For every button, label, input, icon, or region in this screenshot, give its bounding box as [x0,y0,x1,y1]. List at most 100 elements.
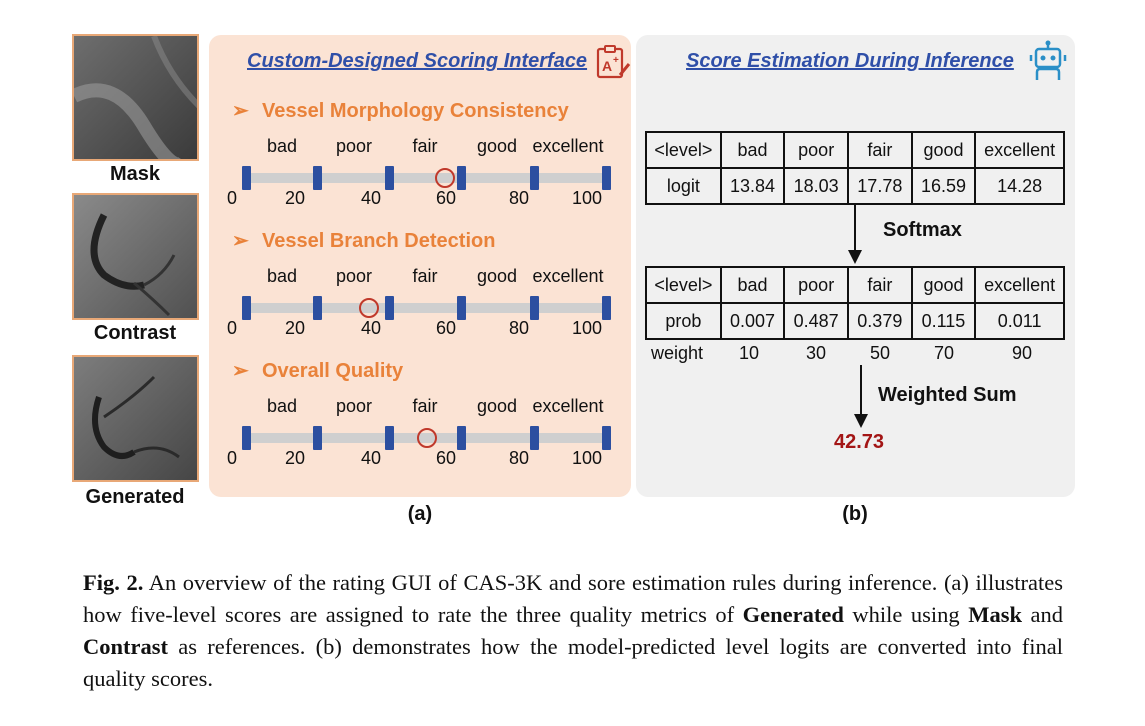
softmax-arrow-line [854,203,856,251]
table-cell: 0.379 [847,302,913,340]
angiography-generated-image [74,357,197,480]
table-cell: 17.78 [847,167,913,205]
level-label: fair [412,266,438,286]
tick-label: 20 [284,188,306,208]
level-label: bad [266,266,298,286]
slider-tick-marker [242,426,251,450]
robot-icon [1029,40,1067,80]
caption-emphasis: Contrast [83,634,168,659]
table-cell: excellent [974,266,1065,304]
slider-tick-marker [530,296,539,320]
weight-value: 10 [739,343,760,363]
logit-table: <level> bad poor fair good excellent log… [645,131,1065,205]
table-cell: 18.03 [783,167,849,205]
tick-label: 100 [571,448,603,468]
mask-image [72,34,199,161]
generated-image [72,355,199,482]
level-label: good [476,136,518,156]
angiography-contrast-image [74,195,197,318]
table-cell: bad [719,266,786,304]
table-cell: <level> [645,131,722,169]
tick-label: 80 [508,448,530,468]
table-cell: 16.59 [910,167,977,205]
score-slider-track[interactable] [247,303,607,313]
angiography-mask-image [74,36,197,159]
weight-value: 70 [934,343,955,363]
tick-label: 60 [435,448,457,468]
slider-handle[interactable] [435,168,455,188]
level-label: excellent [532,136,604,156]
weight-label: weight [651,343,704,363]
table-row: <level> bad poor fair good excellent [645,266,1065,304]
caption-text: An overview of the rating GUI of CAS-3K … [83,570,1063,627]
table-cell: fair [847,131,913,169]
level-label: excellent [532,396,604,416]
table-cell: fair [847,266,913,304]
tick-label: 0 [226,318,237,338]
table-row: logit 13.84 18.03 17.78 16.59 14.28 [645,167,1065,205]
score-slider-track[interactable] [247,173,607,183]
slider-tick-marker [242,296,251,320]
svg-text:+: + [613,55,619,66]
caption-text: as references. (b) demonstrates how the … [83,634,1063,691]
slider-tick-marker [457,426,466,450]
slider-handle[interactable] [417,428,437,448]
tick-label: 20 [284,448,306,468]
table-cell: 0.011 [974,302,1065,340]
tick-label: 40 [360,448,382,468]
level-label: fair [412,396,438,416]
metric-title: ➢Vessel Morphology Consistency [232,98,569,123]
slider-tick-marker [385,296,394,320]
table-cell: good [910,266,977,304]
table-cell: prob [645,302,722,340]
contrast-label: Contrast [93,322,177,344]
generated-label: Generated [85,486,185,508]
level-label: poor [335,396,373,416]
scoring-interface-panel [209,35,631,497]
softmax-arrow-head [848,250,862,264]
slider-tick-marker [313,166,322,190]
slider-tick-marker [602,166,611,190]
level-label: fair [412,136,438,156]
caption-label: Fig. 2. [83,570,144,595]
tick-label: 80 [508,188,530,208]
tick-label: 40 [360,318,382,338]
slider-tick-marker [242,166,251,190]
metric-name: Vessel Morphology Consistency [262,100,569,122]
slider-tick-marker [530,426,539,450]
contrast-image [72,193,199,320]
table-cell: excellent [974,131,1065,169]
table-cell: <level> [645,266,722,304]
table-cell: 0.007 [719,302,786,340]
panel-b-caption: (b) [842,503,868,525]
slider-tick-marker [385,166,394,190]
level-label: bad [266,396,298,416]
table-cell: poor [783,131,849,169]
slider-tick-marker [313,426,322,450]
slider-handle[interactable] [359,298,380,318]
tick-label: 20 [284,318,306,338]
weight-value: 30 [806,343,827,363]
mask-label: Mask [109,163,161,185]
slider-tick-marker [602,426,611,450]
level-label: good [476,396,518,416]
metric-name: Overall Quality [262,360,404,382]
tick-label: 100 [571,188,603,208]
table-cell: 0.487 [783,302,849,340]
tick-label: 100 [571,318,603,338]
level-label: bad [266,136,298,156]
table-cell: 14.28 [974,167,1065,205]
metric-title: ➢Overall Quality [232,358,403,383]
weighted-sum-label: Weighted Sum [878,384,1017,406]
slider-tick-marker [313,296,322,320]
level-label: poor [335,266,373,286]
caption-emphasis: Generated [742,602,844,627]
table-cell: good [910,131,977,169]
figure-caption: Fig. 2. An overview of the rating GUI of… [83,567,1063,695]
table-cell: 13.84 [719,167,786,205]
tick-label: 80 [508,318,530,338]
table-row: prob 0.007 0.487 0.379 0.115 0.011 [645,302,1065,340]
tick-label: 40 [360,188,382,208]
softmax-label: Softmax [883,219,962,241]
weighted-sum-arrow-head [854,414,868,428]
